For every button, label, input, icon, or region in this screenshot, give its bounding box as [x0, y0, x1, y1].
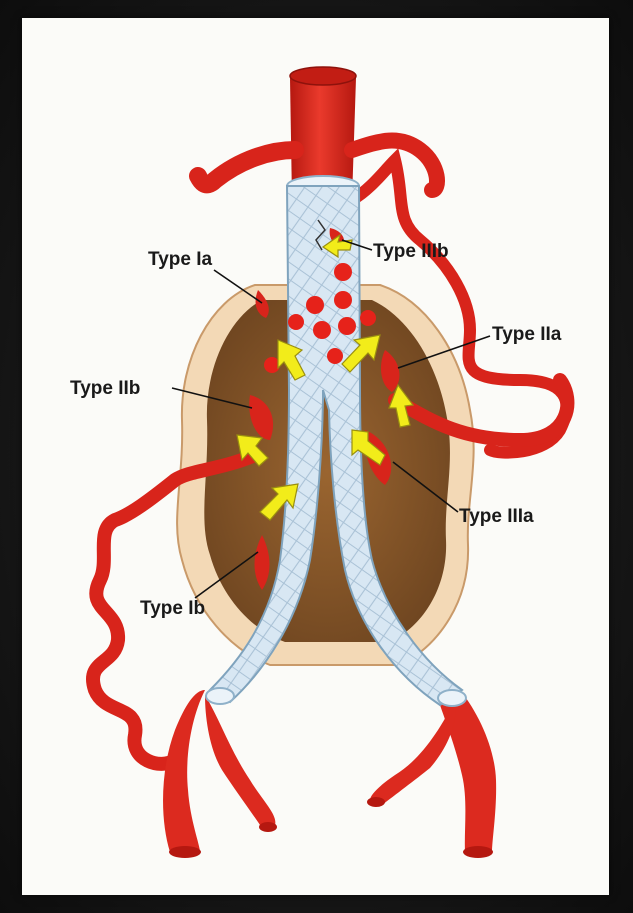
- iliac-arteries: [163, 690, 496, 858]
- label-type-iib: Type IIb: [70, 378, 140, 399]
- label-type-iiia: Type IIIa: [459, 506, 534, 527]
- label-type-ib: Type Ib: [140, 598, 205, 619]
- label-type-iia: Type IIa: [492, 324, 562, 345]
- label-type-ia: Type Ia: [148, 249, 212, 270]
- label-type-iiib: Type IIIb: [373, 241, 449, 262]
